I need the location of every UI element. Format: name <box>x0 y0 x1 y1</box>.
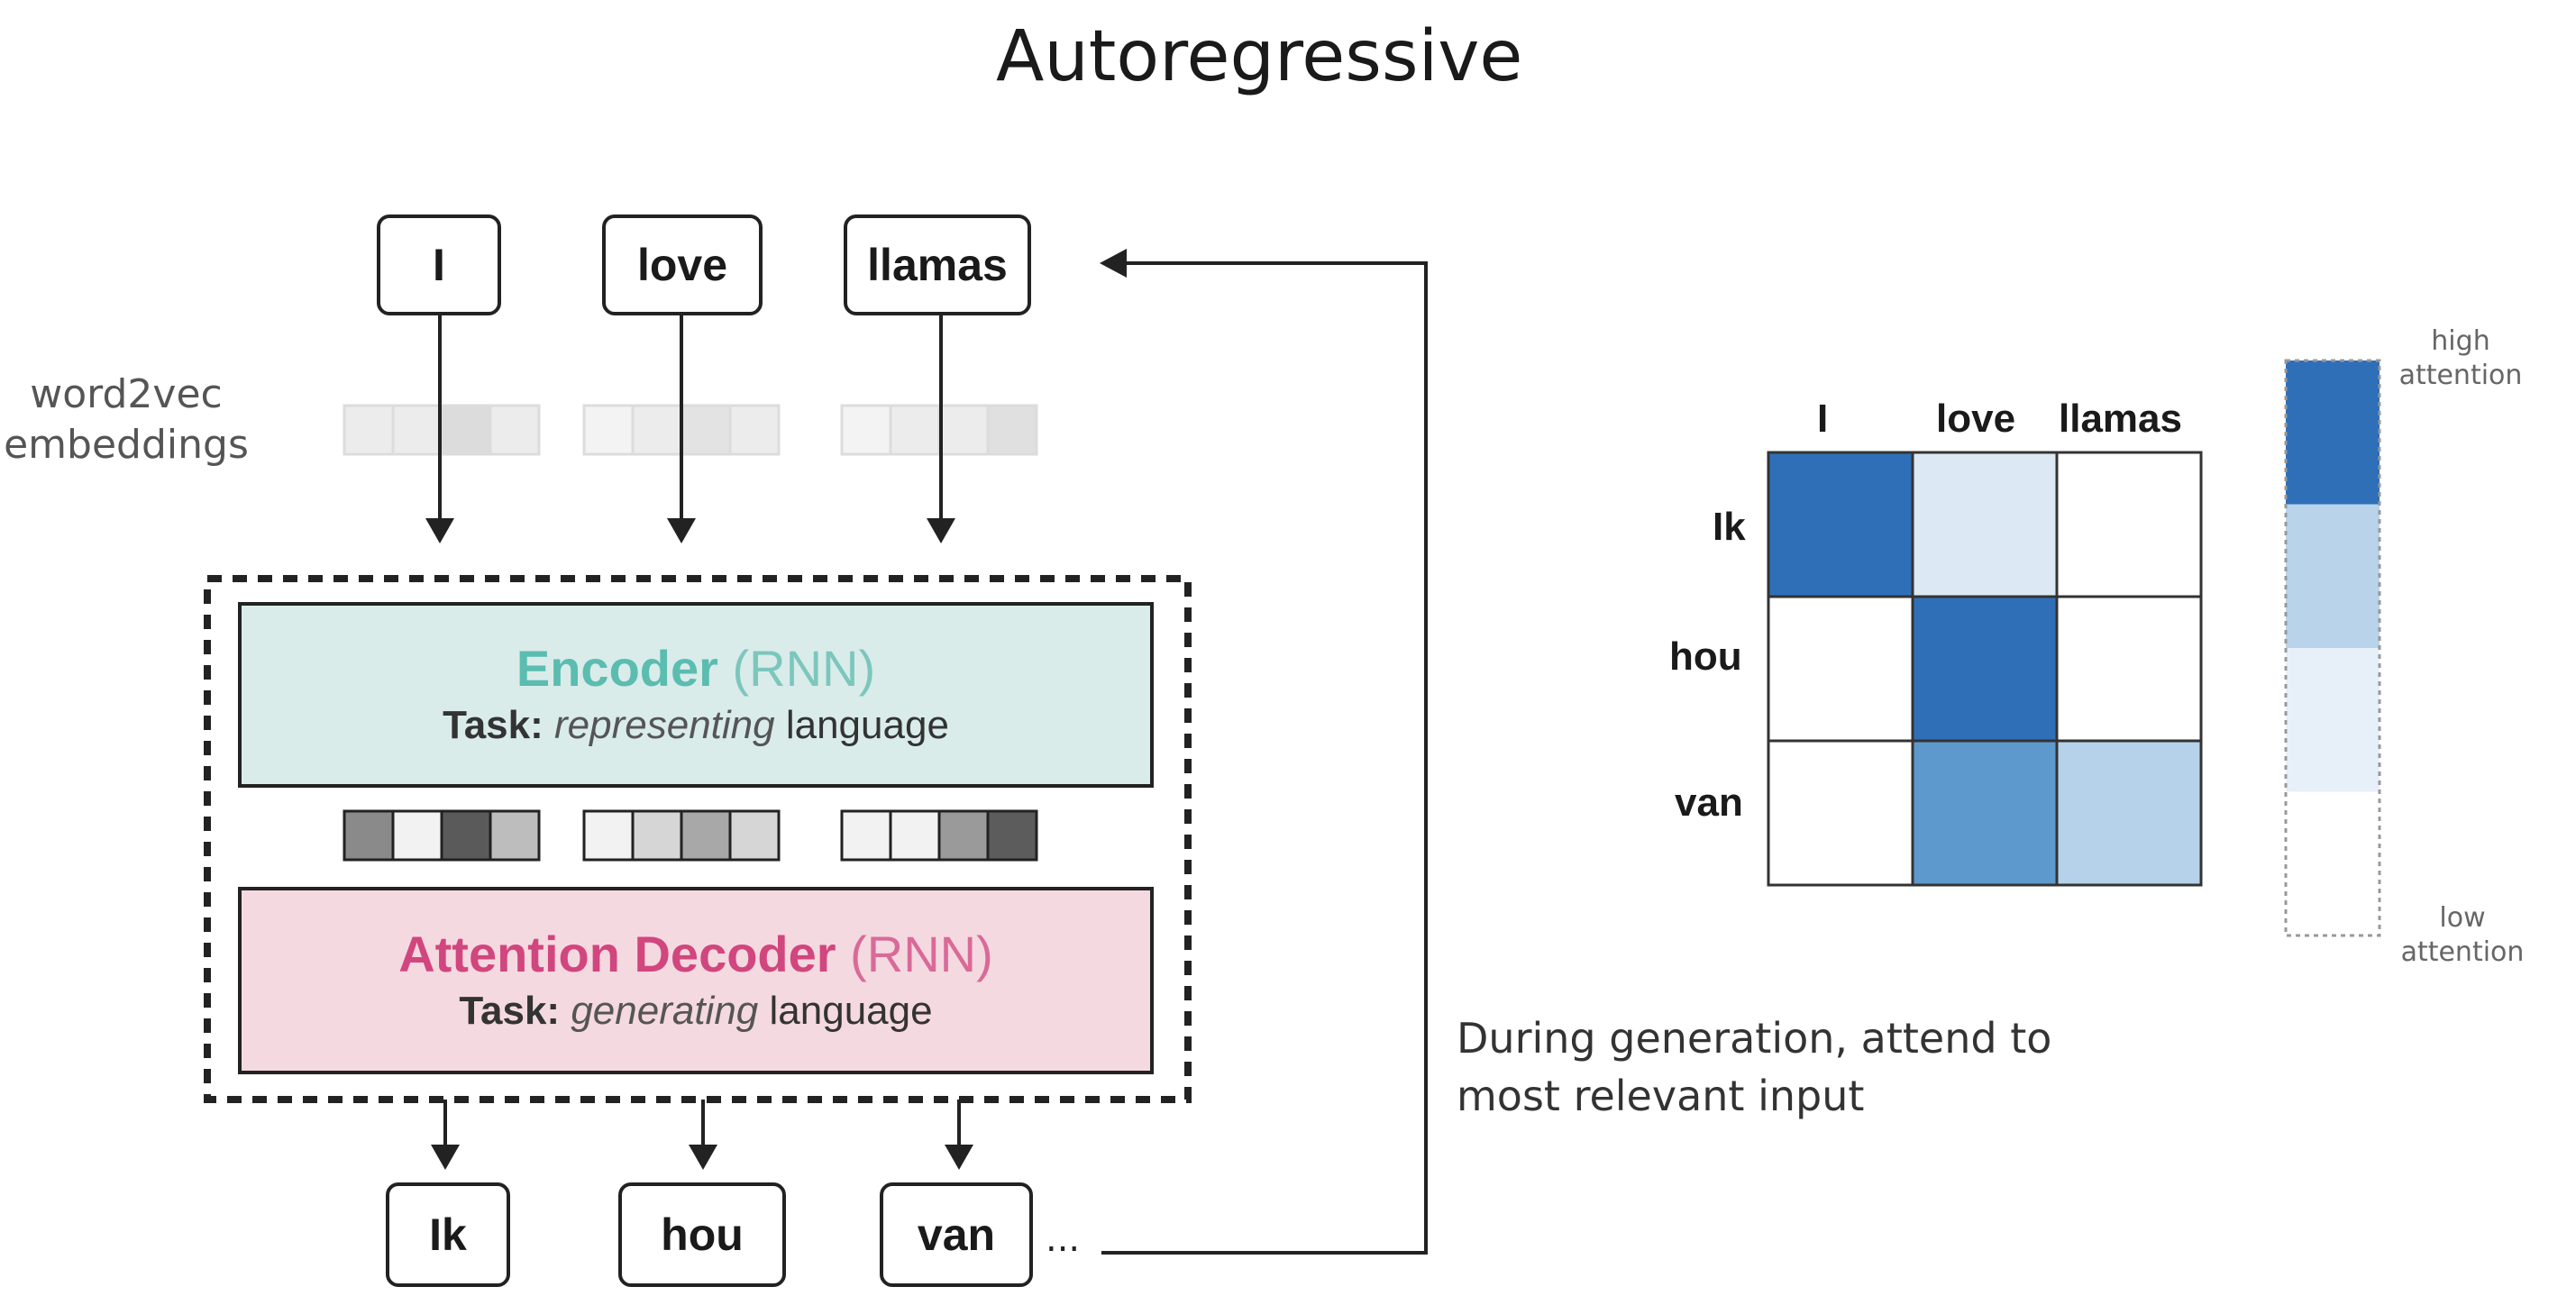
encoder-task-verb: representing <box>554 703 775 747</box>
encoder-task-label: Task: <box>443 703 544 747</box>
input-arrowhead-1 <box>425 518 454 543</box>
input-token-2: love <box>602 214 763 315</box>
input-arrowhead-2 <box>667 518 696 543</box>
feedback-loop-line <box>1101 261 1428 1255</box>
output-arrowhead-1 <box>431 1145 460 1170</box>
context-vector-2-cell-3 <box>680 809 732 862</box>
input-embedding-1-cell-1 <box>343 404 395 456</box>
input-embedding-3-cell-2 <box>889 404 941 456</box>
input-embedding-3-cell-1 <box>840 404 892 456</box>
matrix-col-label-3: llamas <box>2059 397 2182 441</box>
encoder-task-object: language <box>785 703 949 747</box>
decoder-heading: Attention Decoder (RNN) <box>398 924 993 985</box>
legend-low-label: low attention <box>2400 902 2525 968</box>
page-title: Autoregressive <box>996 16 1523 97</box>
input-embedding-3-cell-3 <box>937 404 990 456</box>
context-vector-3-cell-4 <box>986 809 1038 862</box>
matrix-row-label-3: van <box>1675 780 1743 825</box>
encoder-type: (RNN) <box>732 640 876 697</box>
embedding-label: word2vec embeddings <box>4 371 249 468</box>
legend-border <box>2284 359 2381 937</box>
attention-cell-r2-c2 <box>1911 595 2059 743</box>
legend-swatch-4 <box>2286 791 2380 935</box>
output-token-3: van <box>880 1182 1033 1287</box>
context-vector-3-cell-2 <box>889 809 941 862</box>
output-arrowhead-3 <box>945 1145 973 1170</box>
input-embedding-2-cell-4 <box>728 404 781 456</box>
attention-cell-r1-c3 <box>2055 451 2203 598</box>
output-arrowhead-2 <box>689 1145 717 1170</box>
input-embeddings <box>343 404 1038 456</box>
legend-swatch-3 <box>2286 648 2380 792</box>
legend-high-label: high attention <box>2398 325 2523 391</box>
input-embedding-1-cell-2 <box>391 404 443 456</box>
attention-cell-r2-c1 <box>1767 595 1914 743</box>
attention-caption: During generation, attend to most releva… <box>1457 1014 2052 1120</box>
feedback-loop-arrowhead <box>1100 249 1127 278</box>
context-vector-1-cell-3 <box>440 809 492 862</box>
attention-matrix <box>1767 451 2203 887</box>
input-embedding-2-cell-3 <box>680 404 732 456</box>
decoder-task-verb: generating <box>571 989 759 1033</box>
encoder-panel: Encoder (RNN) Task: representing languag… <box>238 602 1154 788</box>
attention-cell-r3-c3 <box>2055 739 2203 887</box>
matrix-row-label-2: hou <box>1669 634 1742 679</box>
context-vector-2-cell-2 <box>631 809 683 862</box>
attention-cell-r3-c1 <box>1767 739 1914 887</box>
output-token-2: hou <box>618 1182 786 1287</box>
input-embedding-3-cell-4 <box>986 404 1038 456</box>
output-token-1: Ik <box>386 1182 510 1287</box>
legend-swatch-1 <box>2286 361 2380 505</box>
input-embedding-2-cell-1 <box>582 404 635 456</box>
decoder-task-object: language <box>769 989 933 1033</box>
input-embedding-2-cell-2 <box>631 404 683 456</box>
encoder-task: Task: representing language <box>443 699 949 752</box>
encoder-name: Encoder <box>516 640 718 697</box>
model-boundary <box>204 575 1192 1103</box>
attention-cell-r3-c2 <box>1911 739 2059 887</box>
decoder-panel: Attention Decoder (RNN) Task: generating… <box>238 887 1154 1074</box>
attention-cell-r1-c2 <box>1911 451 2059 598</box>
continuation-dots: ... <box>1046 1218 1081 1260</box>
input-embedding-1-cell-3 <box>440 404 492 456</box>
decoder-name: Attention Decoder <box>398 926 836 982</box>
context-vector-3-cell-3 <box>937 809 990 862</box>
matrix-row-label-1: Ik <box>1713 505 1746 549</box>
context-vector-2-cell-1 <box>582 809 635 862</box>
input-token-1: I <box>377 214 501 315</box>
input-token-3: llamas <box>844 214 1031 315</box>
legend-swatch-2 <box>2286 504 2380 648</box>
decoder-task: Task: generating language <box>459 985 932 1037</box>
decoder-type: (RNN) <box>850 926 993 982</box>
matrix-col-label-1: I <box>1817 397 1829 441</box>
context-vectors <box>343 809 1038 862</box>
attention-legend-bar <box>2286 361 2380 935</box>
decoder-task-label: Task: <box>459 989 561 1033</box>
context-vector-1-cell-2 <box>391 809 443 862</box>
input-embedding-1-cell-4 <box>489 404 541 456</box>
attention-cell-r1-c1 <box>1767 451 1914 598</box>
encoder-heading: Encoder (RNN) <box>516 638 875 699</box>
context-vector-1-cell-4 <box>489 809 541 862</box>
context-vector-3-cell-1 <box>840 809 892 862</box>
context-vector-1-cell-1 <box>343 809 395 862</box>
attention-cell-r2-c3 <box>2055 595 2203 743</box>
context-vector-2-cell-4 <box>728 809 781 862</box>
input-arrowhead-3 <box>927 518 955 543</box>
matrix-col-label-2: love <box>1936 397 2016 441</box>
